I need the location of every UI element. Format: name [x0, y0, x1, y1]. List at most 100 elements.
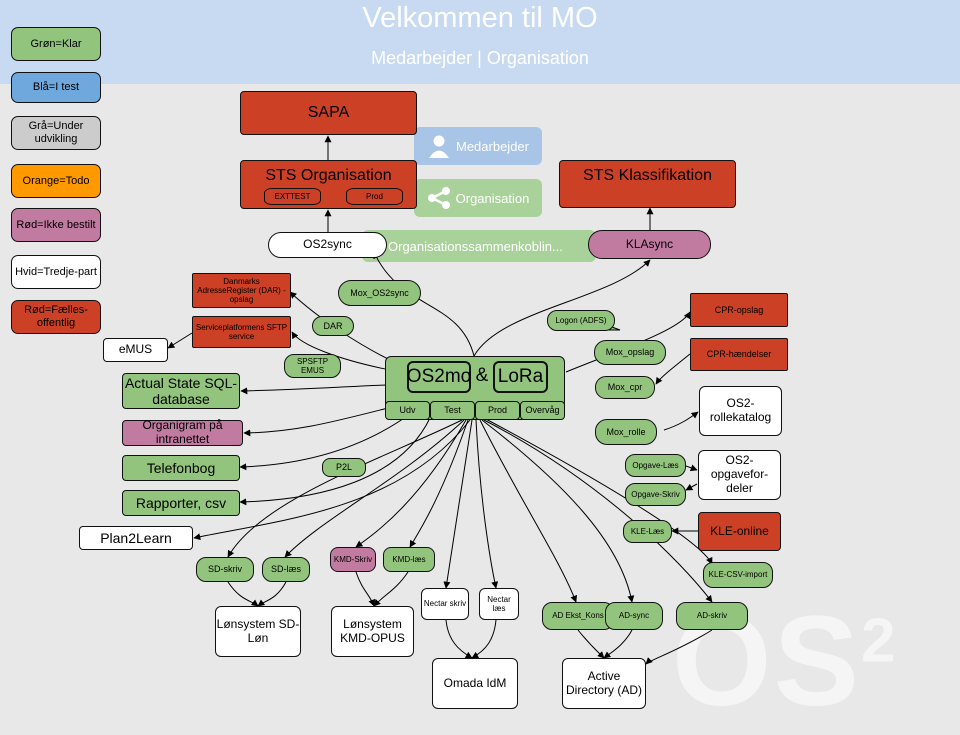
- legend-white-label: Hvid=Tredje-part: [15, 265, 97, 278]
- arrow-os2mo-nectarskriv: [443, 419, 473, 589]
- os2mo-label: OS2mo: [406, 366, 472, 388]
- prod-db-label: Prod: [366, 191, 383, 201]
- arrow-os2mo-sdskriv: [227, 419, 463, 558]
- serviceplatformen-node: Serviceplatformens SFTP service: [192, 316, 291, 348]
- kle-csv-import-node: KLE-CSV-import: [703, 562, 773, 588]
- lora-label: LoRa: [497, 366, 544, 388]
- organisationssammenkobling-button[interactable]: Organisationssammenkoblin...: [362, 230, 596, 262]
- legend-orange-label: Orange=Todo: [22, 174, 90, 187]
- ad-sync-label: AD-sync: [618, 611, 650, 621]
- actual-state-label: Actual State SQL-database: [124, 374, 238, 407]
- os2sync-label: OS2sync: [303, 237, 352, 252]
- udv-label: Udv: [399, 405, 416, 416]
- sftp-emus-node: SPSFTP EMUS: [284, 354, 341, 378]
- exttest-database: EXTTEST: [264, 188, 321, 205]
- person-icon: [429, 135, 449, 158]
- ampersand: &: [475, 365, 489, 386]
- kle-online-label: KLE-online: [710, 523, 769, 538]
- legend-green-label: Grøn=Klar: [30, 37, 82, 50]
- plan2learn-node: Plan2Learn: [79, 526, 193, 550]
- omada-label: Omada IdM: [443, 675, 507, 690]
- kmd-skriv-node: KMD-Skriv: [330, 547, 376, 572]
- legend-pink-label: Rød=Ikke bestilt: [16, 218, 96, 231]
- ad-ekst-kons-node: AD Ekst_Kons: [542, 602, 614, 630]
- sd-skriv-label: SD-skriv: [208, 564, 242, 575]
- legend-white: Hvid=Tredje-part: [11, 255, 101, 289]
- klasync-label: KLAsync: [625, 236, 674, 251]
- cpr-opslag-node: CPR-opslag: [690, 293, 788, 327]
- sts-klassifikation-node: STS Klassifikation: [559, 160, 736, 208]
- cpr-haendelser-label: CPR-hændelser: [706, 349, 772, 360]
- arrow-os2opg-opgaveskriv: [685, 483, 698, 491]
- serviceplatformen-label: Serviceplatformens SFTP service: [195, 322, 288, 341]
- plan2learn-label: Plan2Learn: [100, 529, 172, 546]
- arrow-os2mo-adsync: [481, 419, 635, 603]
- sftp-emus-label: SPSFTP EMUS: [296, 356, 329, 375]
- prod-database: Prod: [346, 188, 403, 205]
- active-directory-label: Active Directory (AD): [565, 668, 642, 697]
- header-banner: Velkommen til MO Medarbejder | Organisat…: [0, 0, 960, 84]
- connector-lines: [167, 135, 713, 665]
- os2rollekatalog-node: OS2-rollekatalog: [699, 386, 782, 436]
- arrow-os2mo-kmdskriv: [355, 419, 467, 548]
- nectar-skriv-label: Nectar skriv: [423, 599, 467, 609]
- arrow-os2mo-adext: [479, 419, 578, 603]
- nectar-laes-label: Nectar læs: [487, 594, 511, 613]
- prod-label: Prod: [487, 405, 507, 416]
- arrow-sftp-emus: [167, 332, 193, 349]
- arrow-os2mo-rapporter: [239, 417, 431, 506]
- arrow-os2mo-telefonbog: [239, 413, 411, 471]
- arrow-sd-loen: [227, 581, 259, 607]
- arrow-nectar-omada: [445, 619, 473, 659]
- os2rollekatalog-label: OS2-rollekatalog: [709, 396, 772, 424]
- cpr-opslag-label: CPR-opslag: [714, 304, 764, 315]
- mox-opslag-node: Mox_opslag: [594, 340, 666, 365]
- p2l-label: P2L: [335, 462, 352, 473]
- exttest-label: EXTTEST: [274, 191, 311, 201]
- dar-node: DAR: [312, 316, 354, 336]
- medarbejder-button[interactable]: Medarbejder: [414, 127, 542, 165]
- mox-rolle-node: Mox_rolle: [595, 419, 657, 445]
- ad-skriv-label: AD-skriv: [696, 611, 728, 621]
- organisation-button[interactable]: Organisation: [414, 179, 542, 217]
- omada-idm-node: Omada IdM: [432, 658, 518, 709]
- arrow-kmd-opus: [355, 571, 376, 607]
- os2sync-node: OS2sync: [268, 232, 387, 258]
- kle-laes-node: KLE-Læs: [623, 520, 672, 543]
- arrow-sdlaes-loen: [257, 581, 287, 607]
- kle-online-node: KLE-online: [698, 512, 781, 551]
- sd-loen-label: Lønsystem SD-Løn: [216, 616, 300, 645]
- logon-callout: Logon (ADFS): [547, 310, 615, 331]
- arrow-kmdlaes-opus: [373, 571, 409, 607]
- arrow-mox-rollekatalog: [663, 411, 699, 431]
- arrow-os2mo-organigram: [243, 404, 401, 437]
- sd-skriv-node: SD-skriv: [196, 557, 254, 582]
- actual-state-node: Actual State SQL-database: [122, 373, 240, 409]
- telefonbog-node: Telefonbog: [122, 455, 240, 481]
- lora-box: LoRa: [493, 361, 548, 393]
- arrow-adsync-ad: [603, 629, 633, 659]
- active-directory-node: Active Directory (AD): [562, 658, 646, 709]
- page-subtitle: Medarbejder | Organisation: [371, 48, 589, 68]
- rapporter-label: Rapporter, csv: [135, 494, 227, 511]
- mox-os2sync-label: Mox_OS2sync: [350, 287, 409, 298]
- ad-skriv-node: AD-skriv: [676, 602, 748, 630]
- udv-environment: Udv: [385, 401, 430, 420]
- test-environment: Test: [430, 401, 475, 420]
- opgave-skriv-label: Opgave-Skriv: [631, 489, 680, 499]
- mox-os2sync-node: Mox_OS2sync: [338, 280, 421, 306]
- arrow-os2mo-plan2learn: [193, 419, 471, 541]
- emus-label: eMUS: [118, 342, 153, 357]
- arrow-os2mo-os2sync: [373, 251, 475, 357]
- sd-laes-node: SD-læs: [262, 557, 310, 582]
- legend-red: Rød=Fælles-offentlig: [11, 300, 101, 334]
- ad-ekst-label: AD Ekst_Kons: [552, 611, 604, 621]
- kle-laes-label: KLE-Læs: [630, 526, 665, 536]
- emus-node: eMUS: [103, 338, 168, 362]
- arrow-os2mo-adskriv: [483, 419, 713, 603]
- legend-red-label: Rød=Fælles-offentlig: [24, 304, 88, 329]
- opgave-skriv-node: Opgave-Skriv: [625, 483, 686, 506]
- arrow-adskriv-ad: [645, 629, 713, 665]
- arrow-os2mo-kmdlaes: [409, 419, 469, 548]
- dar-register-label: Danmarks AdresseRegister (DAR) - opslag: [197, 276, 286, 305]
